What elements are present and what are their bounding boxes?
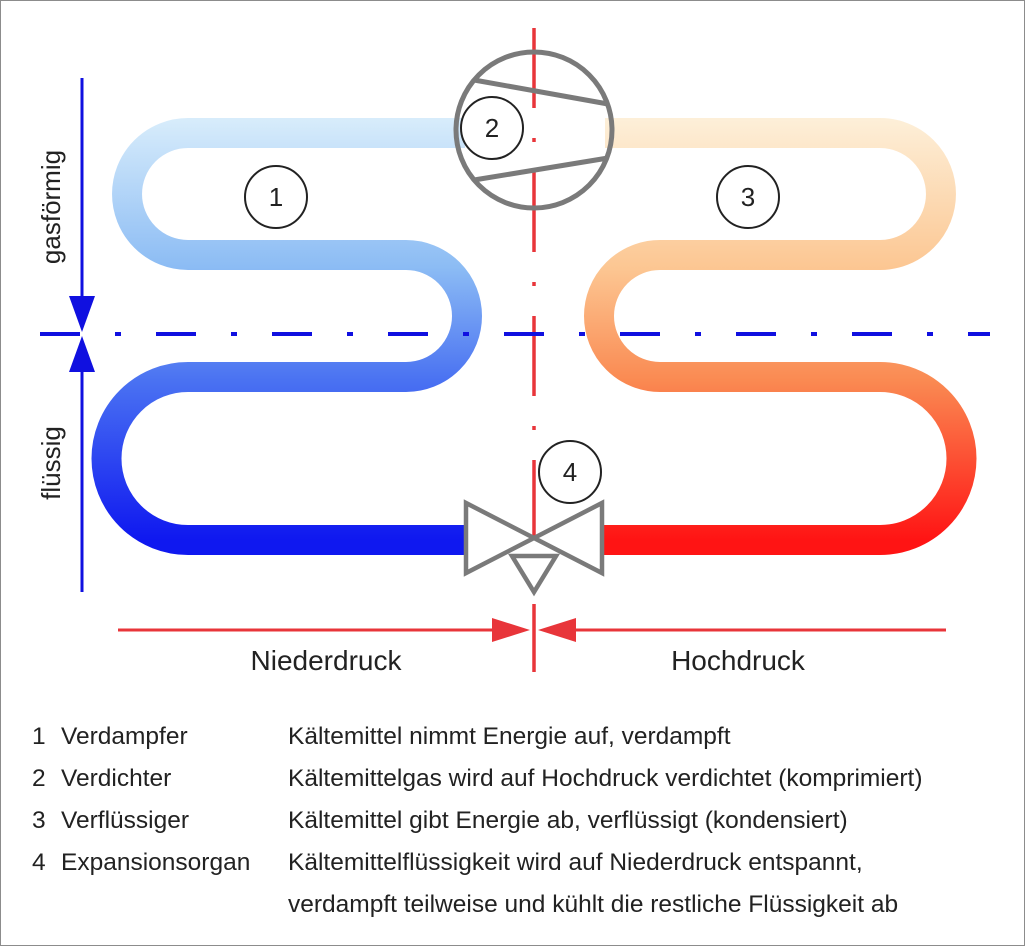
legend-row-2: 2 Verdichter Kältemittelgas wird auf Hoc… xyxy=(32,765,1017,805)
phase-axis xyxy=(69,78,95,592)
component-label-1: 1 xyxy=(244,165,308,229)
svg-text:1: 1 xyxy=(269,182,283,212)
pressure-axis xyxy=(118,618,946,642)
legend-row-1: 1 Verdampfer Kältemittel nimmt Energie a… xyxy=(32,723,1017,763)
legend-description-continued: verdampft teilweise und kühlt die restli… xyxy=(288,891,899,918)
legend-component-name: Expansionsorgan xyxy=(61,849,251,876)
condenser-pipe xyxy=(584,118,977,555)
liquid-label: flüssig xyxy=(36,426,66,500)
compressor-symbol xyxy=(453,49,615,211)
legend-description: Kältemittelflüssigkeit wird auf Niederdr… xyxy=(288,849,863,876)
legend-number: 1 xyxy=(32,723,46,750)
evaporator-pipe xyxy=(91,118,482,555)
legend-row-4: 4 Expansionsorgan Kältemittelflüssigkeit… xyxy=(32,849,1017,933)
gas-label: gasförmig xyxy=(36,150,66,264)
legend-row-3: 3 Verflüssiger Kältemittel gibt Energie … xyxy=(32,807,1017,847)
legend-number: 3 xyxy=(32,807,46,834)
legend-number: 2 xyxy=(32,765,46,792)
svg-text:3: 3 xyxy=(741,182,755,212)
component-label-3: 3 xyxy=(716,165,780,229)
legend-description: Kältemittelgas wird auf Hochdruck verdic… xyxy=(288,765,923,792)
refrigeration-cycle-diagram: 1 2 3 4 gasförmig flüssig Niederdruck Ho… xyxy=(36,28,990,676)
component-label-2: 2 xyxy=(460,96,524,160)
legend-number: 4 xyxy=(32,849,46,876)
legend-component-name: Verdichter xyxy=(61,765,172,792)
legend-component-name: Verflüssiger xyxy=(61,807,190,834)
expansion-valve-symbol xyxy=(463,499,605,597)
legend-component-name: Verdampfer xyxy=(61,723,188,750)
low-pressure-label: Niederdruck xyxy=(251,645,403,676)
legend-description: Kältemittel nimmt Energie auf, verdampft xyxy=(288,723,731,750)
svg-text:2: 2 xyxy=(485,113,499,143)
component-label-4: 4 xyxy=(538,440,602,504)
legend-description: Kältemittel gibt Energie ab, verflüssigt… xyxy=(288,807,848,834)
svg-text:4: 4 xyxy=(563,457,577,487)
high-pressure-label: Hochdruck xyxy=(671,645,806,676)
